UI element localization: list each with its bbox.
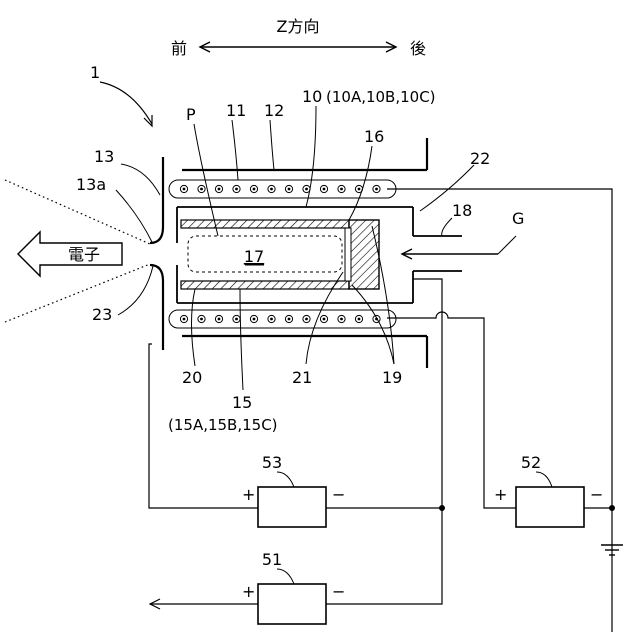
label-10-sub: (10A,10B,10C): [326, 88, 436, 106]
outer-shield-12: [182, 138, 427, 368]
coil-turn-dot: [235, 318, 238, 321]
power-supply-52: [516, 487, 584, 527]
direction-indicator: Z方向 前 後: [171, 17, 426, 58]
label-20: 20: [182, 368, 202, 387]
axis-label: Z方向: [277, 17, 320, 36]
psu51-plus: +: [242, 582, 255, 601]
coil-turn-dot: [323, 318, 326, 321]
coil-turn-dot: [183, 188, 186, 191]
psu51-minus: −: [332, 582, 345, 601]
label-12: 12: [264, 101, 284, 120]
plasma-P-label: P: [186, 105, 196, 124]
label-18: 18: [452, 201, 472, 220]
label-15: 15: [232, 393, 252, 412]
coil-turn-dot: [340, 318, 343, 321]
plasma-region-17: [188, 236, 342, 272]
liner-top-15: [181, 220, 349, 228]
psu52-plus: +: [494, 485, 507, 504]
label-22: 22: [470, 149, 490, 168]
psu53-plus: +: [242, 485, 255, 504]
coil-turn-dot: [358, 188, 361, 191]
label-19: 19: [382, 368, 402, 387]
coil-turn-dot: [183, 318, 186, 321]
coil-turn-dot: [200, 318, 203, 321]
label-13a: 13a: [76, 175, 106, 194]
coil-turn-dot: [305, 318, 308, 321]
label-13: 13: [94, 147, 114, 166]
power-supply-53: [258, 487, 326, 527]
coil-turn-dot: [218, 318, 221, 321]
gas-G-label: G: [512, 209, 524, 228]
device-leader: [100, 82, 152, 124]
coil-turn-dot: [375, 188, 378, 191]
psu53-minus: −: [332, 485, 345, 504]
front-electrode-13: [150, 157, 163, 350]
coil-turn-dot: [305, 188, 308, 191]
electron-label: 電子: [68, 245, 100, 264]
liner-bottom-15: [181, 281, 349, 289]
power-supply-51: [258, 584, 326, 624]
label-17: 17: [244, 247, 264, 266]
label-15-sub: (15A,15B,15C): [168, 416, 278, 434]
coil-turn-dot: [218, 188, 221, 191]
label-11: 11: [226, 101, 246, 120]
label-23: 23: [92, 305, 112, 324]
coil-turn-dot: [200, 188, 203, 191]
label-21: 21: [292, 368, 312, 387]
gas-leader: [498, 236, 516, 254]
ground-node: [609, 505, 615, 511]
coil-turn-dot: [253, 318, 256, 321]
coil-turn-dot: [270, 188, 273, 191]
coil-turn-dot: [358, 318, 361, 321]
coil-bottom-row: [180, 315, 380, 322]
leader-lines: [116, 106, 474, 390]
device-label: 1: [90, 63, 100, 82]
wiring: [149, 189, 612, 632]
coil-turn-dot: [270, 318, 273, 321]
front-label: 前: [171, 39, 187, 58]
coil-top-row: [180, 185, 380, 192]
junction-node: [439, 505, 445, 511]
psu53-label: 53: [262, 453, 282, 472]
back-insulator: [345, 228, 351, 281]
beam-boundary-lower: [5, 264, 150, 322]
back-label: 後: [410, 39, 426, 58]
back-electrode-16: [349, 220, 379, 289]
coil-turn-dot: [288, 318, 291, 321]
label-16: 16: [364, 127, 384, 146]
coil-turn-dot: [288, 188, 291, 191]
psu52-label: 52: [521, 453, 541, 472]
psu52-minus: −: [590, 485, 603, 504]
label-10: 10: [302, 87, 322, 106]
coil-turn-dot: [235, 188, 238, 191]
coil-turn-dot: [323, 188, 326, 191]
coil-turn-dot: [340, 188, 343, 191]
coil-turn-dot: [253, 188, 256, 191]
psu51-label: 51: [262, 550, 282, 569]
